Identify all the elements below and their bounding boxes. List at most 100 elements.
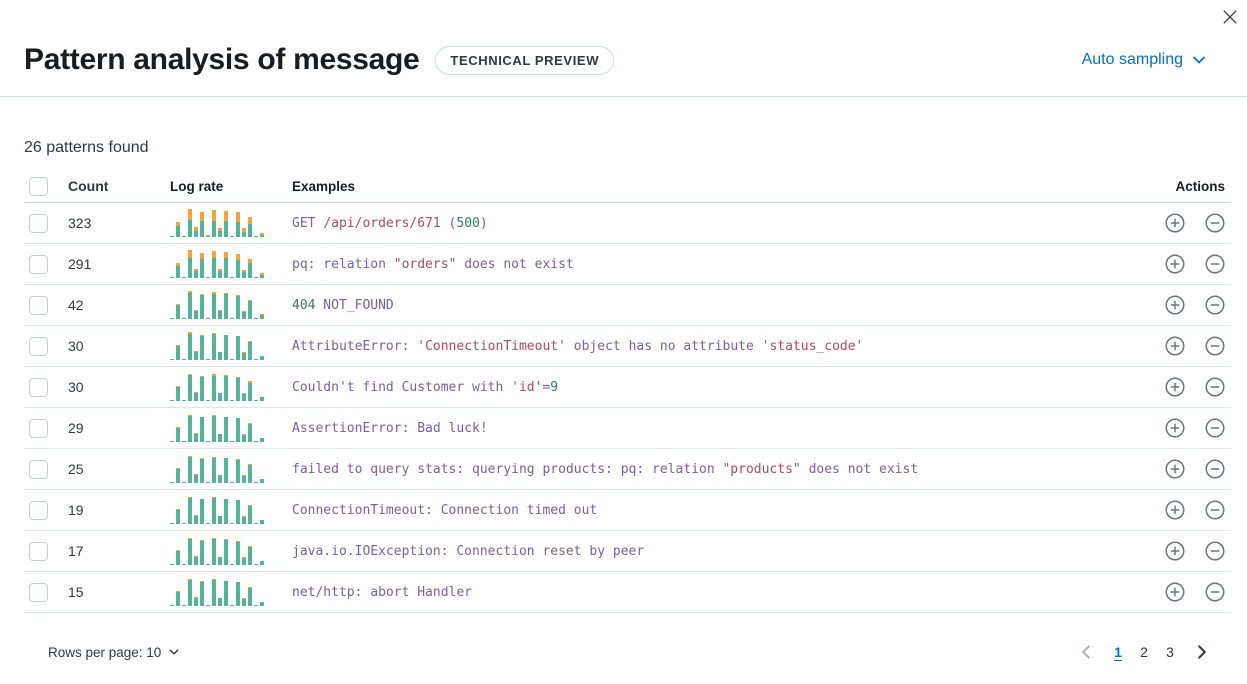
pattern-example: AttributeError: 'ConnectionTimeout' obje… <box>292 339 864 354</box>
filter-out-pattern-button[interactable] <box>1205 377 1225 397</box>
column-header-log-rate: Log rate <box>170 178 224 194</box>
plus-in-circle-icon <box>1165 254 1185 274</box>
minus-in-circle-icon <box>1205 295 1225 315</box>
filter-out-pattern-button[interactable] <box>1205 295 1225 315</box>
pattern-count: 25 <box>68 461 84 477</box>
pattern-count: 29 <box>68 420 84 436</box>
chevron-down-icon <box>1193 56 1205 64</box>
log-rate-chart <box>170 578 267 606</box>
select-pattern-checkbox[interactable] <box>29 541 48 561</box>
select-pattern-checkbox[interactable] <box>29 377 48 397</box>
filter-for-pattern-button[interactable] <box>1165 336 1185 356</box>
flyout-header: Pattern analysis of message TECHNICAL PR… <box>0 0 1247 97</box>
select-pattern-checkbox[interactable] <box>29 336 48 356</box>
previous-page-button[interactable] <box>1073 639 1099 665</box>
plus-in-circle-icon <box>1165 500 1185 520</box>
sampling-dropdown[interactable]: Auto sampling <box>1082 51 1207 69</box>
rows-per-page-selector[interactable]: Rows per page: 10 <box>48 645 180 660</box>
filter-out-pattern-button[interactable] <box>1205 459 1225 479</box>
log-rate-chart <box>170 250 267 278</box>
filter-for-pattern-button[interactable] <box>1165 541 1185 561</box>
table-row: 291 pq: relation "orders" does not exist <box>24 244 1231 285</box>
pattern-count: 17 <box>68 543 84 559</box>
log-rate-chart <box>170 414 267 442</box>
minus-in-circle-icon <box>1205 500 1225 520</box>
pattern-count: 15 <box>68 584 84 600</box>
plus-in-circle-icon <box>1165 418 1185 438</box>
pattern-example: pq: relation "orders" does not exist <box>292 257 574 272</box>
pattern-count: 42 <box>68 297 84 313</box>
filter-out-pattern-button[interactable] <box>1205 582 1225 602</box>
select-pattern-checkbox[interactable] <box>29 254 48 274</box>
close-button[interactable] <box>1217 4 1243 30</box>
pattern-example: ConnectionTimeout: Connection timed out <box>292 503 598 518</box>
plus-in-circle-icon <box>1165 295 1185 315</box>
page-button-2[interactable]: 2 <box>1131 639 1157 665</box>
pattern-example: failed to query stats: querying products… <box>292 462 919 477</box>
filter-out-pattern-button[interactable] <box>1205 254 1225 274</box>
filter-out-pattern-button[interactable] <box>1205 213 1225 233</box>
column-header-examples: Examples <box>292 178 356 194</box>
plus-in-circle-icon <box>1165 377 1185 397</box>
minus-in-circle-icon <box>1205 254 1225 274</box>
pattern-example: Couldn't find Customer with 'id'=9 <box>292 380 559 395</box>
pattern-example: java.io.IOException: Connection reset by… <box>292 544 645 559</box>
table-row: 17 java.io.IOException: Connection reset … <box>24 531 1231 572</box>
pattern-example: AssertionError: Bad luck! <box>292 421 488 436</box>
minus-in-circle-icon <box>1205 541 1225 561</box>
select-all-checkbox[interactable] <box>29 176 48 196</box>
filter-for-pattern-button[interactable] <box>1165 295 1185 315</box>
select-pattern-checkbox[interactable] <box>29 418 48 438</box>
chevron-left-icon <box>1082 645 1090 659</box>
log-rate-chart <box>170 332 267 360</box>
plus-in-circle-icon <box>1165 336 1185 356</box>
plus-in-circle-icon <box>1165 582 1185 602</box>
table-header-row: Count Log rate Examples Actions <box>24 170 1231 203</box>
pattern-example: 404 NOT_FOUND <box>292 298 394 313</box>
column-header-actions: Actions <box>1175 178 1225 194</box>
pattern-count: 30 <box>68 338 84 354</box>
select-pattern-checkbox[interactable] <box>29 459 48 479</box>
minus-in-circle-icon <box>1205 582 1225 602</box>
filter-for-pattern-button[interactable] <box>1165 500 1185 520</box>
close-icon <box>1223 10 1237 24</box>
rows-per-page-label: Rows per page: 10 <box>48 644 162 660</box>
plus-in-circle-icon <box>1165 459 1185 479</box>
filter-for-pattern-button[interactable] <box>1165 418 1185 438</box>
filter-for-pattern-button[interactable] <box>1165 459 1185 479</box>
next-page-button[interactable] <box>1189 639 1215 665</box>
log-rate-chart <box>170 373 267 401</box>
filter-out-pattern-button[interactable] <box>1205 336 1225 356</box>
minus-in-circle-icon <box>1205 336 1225 356</box>
filter-for-pattern-button[interactable] <box>1165 582 1185 602</box>
minus-in-circle-icon <box>1205 418 1225 438</box>
log-rate-chart <box>170 455 267 483</box>
plus-in-circle-icon <box>1165 213 1185 233</box>
chevron-right-icon <box>1198 645 1206 659</box>
minus-in-circle-icon <box>1205 377 1225 397</box>
filter-for-pattern-button[interactable] <box>1165 254 1185 274</box>
filter-for-pattern-button[interactable] <box>1165 213 1185 233</box>
select-pattern-checkbox[interactable] <box>29 295 48 315</box>
log-rate-chart <box>170 537 267 565</box>
filter-out-pattern-button[interactable] <box>1205 418 1225 438</box>
table-row: 30 AttributeError: 'ConnectionTimeout' ob… <box>24 326 1231 367</box>
filter-out-pattern-button[interactable] <box>1205 541 1225 561</box>
select-pattern-checkbox[interactable] <box>29 213 48 233</box>
select-pattern-checkbox[interactable] <box>29 582 48 602</box>
page-button-3[interactable]: 3 <box>1157 639 1183 665</box>
plus-in-circle-icon <box>1165 541 1185 561</box>
pattern-count: 30 <box>68 379 84 395</box>
table-row: 29 AssertionError: Bad luck! <box>24 408 1231 449</box>
filter-out-pattern-button[interactable] <box>1205 500 1225 520</box>
minus-in-circle-icon <box>1205 459 1225 479</box>
page-button-1[interactable]: 1 <box>1105 639 1131 665</box>
pattern-count: 291 <box>68 256 92 272</box>
table-row: 42 404 NOT_FOUND <box>24 285 1231 326</box>
select-pattern-checkbox[interactable] <box>29 500 48 520</box>
filter-for-pattern-button[interactable] <box>1165 377 1185 397</box>
